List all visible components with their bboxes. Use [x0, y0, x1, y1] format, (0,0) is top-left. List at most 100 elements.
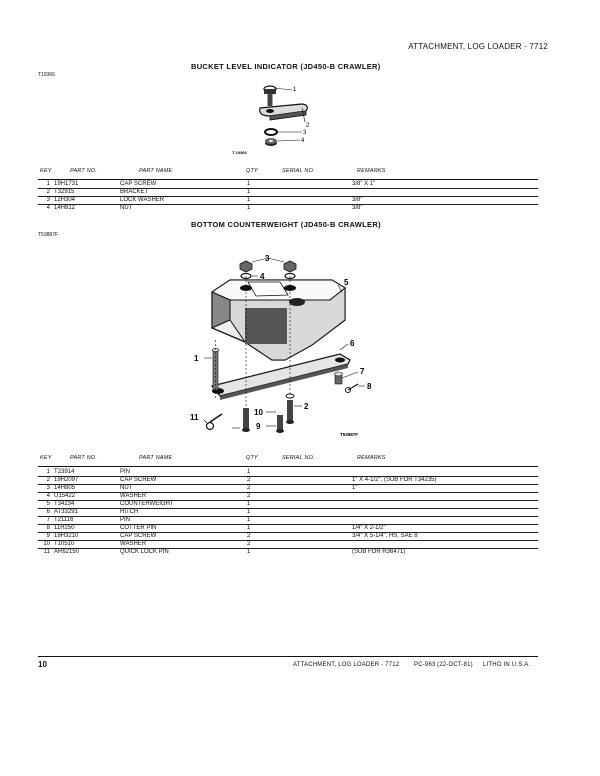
part-qty: 1: [247, 516, 297, 525]
part-name: COUNTERWEIGHT: [120, 500, 247, 509]
page-number: 10: [38, 660, 47, 669]
part-number: 19H2097: [54, 476, 120, 485]
part-remarks: 3/8": [352, 196, 538, 205]
part-serial: [297, 540, 352, 549]
part-qty: 1: [247, 181, 297, 189]
part-key: 4: [46, 205, 50, 211]
part-serial: [297, 205, 352, 213]
footer-date: (22-OCT-81): [437, 662, 473, 668]
col-qty: QTY: [246, 455, 258, 461]
col-part-name: PART NAME: [139, 455, 173, 461]
callout-1: 1: [194, 354, 199, 363]
part-remarks: [352, 469, 538, 477]
part-key: 3: [38, 484, 54, 493]
part-serial: [297, 500, 352, 509]
col-key: KEY: [40, 168, 52, 174]
part-key: 1: [38, 469, 54, 477]
part-qty: 1: [247, 508, 297, 517]
col-serial-no: SERIAL NO.: [282, 455, 315, 461]
callout-2: 2: [304, 402, 309, 411]
part-remarks: [352, 508, 538, 517]
part-name: CAP SCREW: [120, 181, 247, 189]
part-name: NUT: [120, 205, 133, 211]
part-key: 2: [38, 188, 54, 197]
part-serial: [297, 492, 352, 501]
callout-4: 4: [301, 138, 305, 144]
hitch-drawing: [210, 353, 351, 400]
part-key: 9: [38, 532, 54, 541]
part-key: 4: [38, 492, 54, 501]
part-serial: [297, 524, 352, 533]
part-key: 5: [38, 500, 54, 509]
col-qty: QTY: [246, 168, 258, 174]
col-remarks: REMARKS: [357, 168, 386, 174]
part-remarks: 1" X 4-1/2", (SUB FOR T34235): [352, 476, 538, 485]
part-qty: 2: [247, 476, 297, 485]
part-name: CAP SCREW: [120, 532, 247, 541]
part-number: 19H3210: [54, 532, 120, 541]
part-remarks: [352, 516, 538, 525]
part-qty: 1: [247, 196, 297, 205]
part-number: 14H805: [54, 484, 120, 493]
part-remarks: [352, 540, 538, 549]
callout-8: 8: [367, 382, 372, 391]
part-number: AR62150: [54, 549, 80, 555]
bracket-drawing: [259, 103, 308, 121]
callout-4: 4: [260, 272, 265, 281]
part-name: LOCK WASHER: [120, 196, 247, 205]
col-part-no: PART NO.: [70, 168, 98, 174]
callout-5: 5: [344, 278, 349, 287]
section1-figure-id: T19366: [38, 72, 55, 78]
col-remarks: REMARKS: [357, 455, 386, 461]
bottom-counterweight-illustration: 1 2 3 4 5 6 7 8 9 10 11 T53887F: [190, 254, 372, 437]
part-name: PIN: [120, 469, 247, 477]
section1-top-rule: [38, 179, 538, 180]
quick-lock-pin-drawing: [205, 413, 223, 431]
part-qty: 2: [247, 484, 297, 493]
part-key: 8: [38, 524, 54, 533]
footer-section: ATTACHMENT, LOG LOADER - 7712: [293, 662, 400, 668]
part-remarks: [352, 500, 538, 509]
part-key: 6: [38, 508, 54, 517]
col-part-no: PART NO.: [70, 455, 98, 461]
part-number: 19H1731: [54, 181, 120, 189]
part-number: AT33291: [54, 508, 120, 517]
part-serial: [297, 516, 352, 525]
part-serial: [297, 196, 352, 205]
part-key: 3: [38, 196, 54, 205]
part-qty: 2: [247, 540, 297, 549]
col-key: KEY: [40, 455, 52, 461]
part-remarks: 3/4" X 5-1/4", HS, SAE 8: [352, 532, 538, 541]
cap-screw-drawing: [263, 85, 277, 106]
callout-9: 9: [256, 422, 261, 431]
part-name: HITCH: [120, 508, 247, 517]
part-qty: 2: [247, 492, 297, 501]
nut-drawing: [265, 138, 277, 146]
callout-3: 3: [303, 130, 307, 136]
section2-column-headers: KEY PART NO. PART NAME QTY SERIAL NO. RE…: [0, 455, 600, 463]
section2-figure-caption: T53887F: [340, 432, 358, 437]
section1-column-headers: KEY PART NO. PART NAME QTY SERIAL NO. RE…: [0, 168, 600, 176]
part-serial: [297, 181, 352, 189]
page-header: ATTACHMENT, LOG LOADER - 7712: [408, 42, 548, 51]
counterweight-drawing: [210, 279, 346, 361]
footer-rule: [38, 656, 538, 657]
part-remarks: 1": [352, 484, 538, 493]
section1-title: BUCKET LEVEL INDICATOR (JD450-B CRAWLER): [191, 62, 381, 71]
washer-drawing: [285, 393, 295, 399]
part-key: 7: [38, 516, 54, 525]
footer-litho: LITHO IN U.S.A.: [483, 662, 531, 668]
footer-code: PC-963: [414, 662, 436, 668]
callout-10: 10: [254, 408, 263, 417]
cap-screw-drawing: [242, 400, 294, 433]
part-serial: [297, 469, 352, 477]
part-serial: [297, 508, 352, 517]
